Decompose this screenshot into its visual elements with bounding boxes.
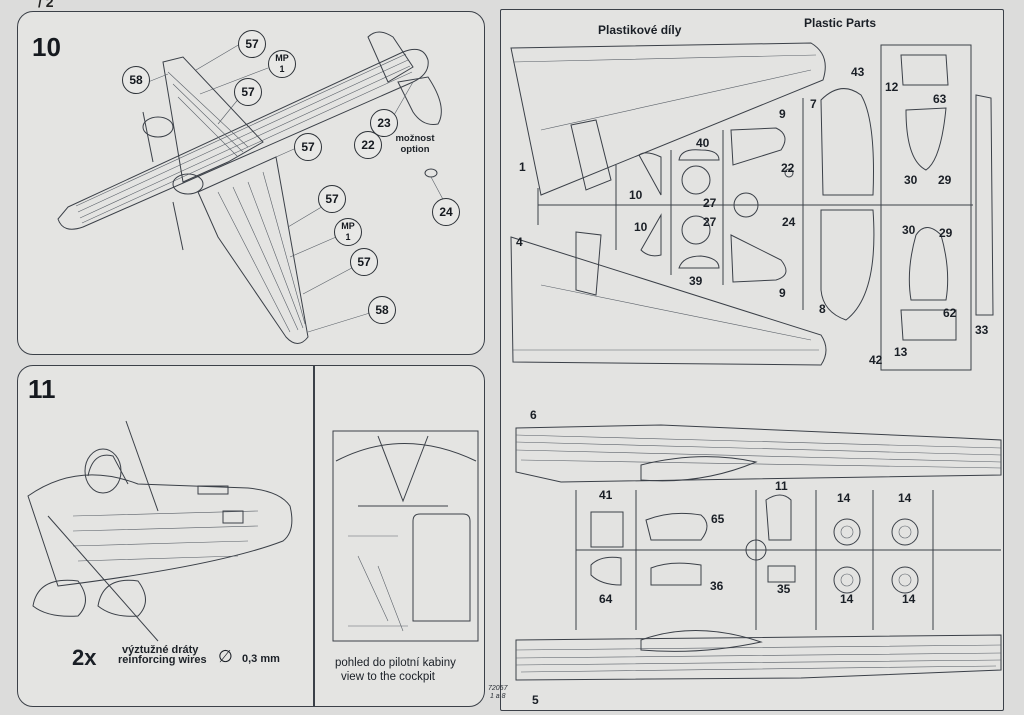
part-label-14: 14: [837, 491, 851, 505]
part-label-4: 4: [516, 235, 523, 249]
part-label-10: 10: [634, 220, 648, 234]
part-label-12: 12: [885, 80, 899, 94]
part-label-22: 22: [781, 161, 795, 175]
step-11-panel: 11 2x výztužné dráty reinforcing wires ∅…: [17, 365, 485, 707]
part-label-30: 30: [904, 173, 918, 187]
wire-diameter: 0,3 mm: [242, 653, 280, 665]
wire-label-en: reinforcing wires: [118, 654, 207, 666]
part-label-33: 33: [975, 323, 989, 337]
part-label-39: 39: [689, 274, 703, 288]
plastic-parts-sheet: Plastikové díly Plastic Parts: [500, 9, 1004, 711]
part-label-14: 14: [898, 491, 912, 505]
part-label-6: 6: [530, 408, 537, 422]
callout-58: 58: [122, 66, 150, 94]
callout-22: 22: [354, 131, 382, 159]
part-label-9: 9: [779, 286, 786, 300]
wire-quantity: 2x: [72, 645, 97, 670]
part-label-64: 64: [599, 592, 613, 606]
callout-24: 24: [432, 198, 460, 226]
part-label-7: 7: [810, 97, 817, 111]
part-label-65: 65: [711, 512, 725, 526]
part-label-14: 14: [902, 592, 916, 606]
step-number: 10: [32, 32, 61, 62]
part-label-14: 14: [840, 592, 854, 606]
part-label-40: 40: [696, 136, 710, 150]
cockpit-caption-cz: pohled do pilotní kabiny: [335, 657, 456, 669]
part-label-62: 62: [943, 306, 957, 320]
panel-divider: [313, 366, 315, 706]
parts-title-en: Plastic Parts: [804, 16, 877, 30]
part-label-8: 8: [819, 302, 826, 316]
wire-label-cz: výztužné dráty: [122, 644, 199, 656]
footer-page-number: 1 a 8: [489, 693, 506, 700]
part-label-35: 35: [777, 582, 791, 596]
footer-code-number: 72057: [488, 685, 508, 692]
callout-58: 58: [368, 296, 396, 324]
part-label-41: 41: [599, 488, 613, 502]
part-label-5: 5: [532, 693, 539, 707]
callout-57: 57: [294, 133, 322, 161]
footer-code: 72057 1 a 8: [488, 685, 507, 701]
wire-label: výztužné dráty reinforcing wires: [118, 644, 207, 666]
option-label: možnost option: [390, 133, 440, 155]
part-label-9: 9: [779, 107, 786, 121]
callout-57: 57: [234, 78, 262, 106]
part-label-27: 27: [703, 215, 717, 229]
part-label-29: 29: [939, 226, 953, 240]
parts-title-cz: Plastikové díly: [598, 23, 682, 37]
sprue-drawing: [510, 42, 1002, 681]
aircraft-top-view-drawing: [57, 31, 447, 344]
part-label-10: 10: [629, 188, 643, 202]
part-label-63: 63: [933, 92, 947, 106]
option-label-en: option: [400, 144, 430, 155]
option-label-cz: možnost: [395, 133, 435, 144]
part-label-42: 42: [869, 353, 883, 367]
part-label-11: 11: [775, 479, 788, 493]
callout-57: 57: [350, 248, 378, 276]
callout-57: 57: [238, 30, 266, 58]
part-label-30: 30: [902, 223, 916, 237]
part-label-1: 1: [519, 160, 526, 174]
cockpit-caption: pohled do pilotní kabiny view to the coc…: [335, 656, 456, 684]
part-label-29: 29: [938, 173, 952, 187]
aircraft-side-view-drawing: [27, 420, 479, 642]
diameter-icon: ∅: [218, 647, 233, 666]
cockpit-caption-en: view to the cockpit: [341, 671, 435, 683]
part-label-36: 36: [710, 579, 724, 593]
part-label-27: 27: [703, 196, 717, 210]
step-number: 11: [28, 374, 56, 404]
page-corner-mark: / 2: [38, 0, 54, 10]
part-label-24: 24: [782, 215, 796, 229]
callout-57: 57: [318, 185, 346, 213]
part-label-13: 13: [894, 345, 908, 359]
part-label-43: 43: [851, 65, 865, 79]
